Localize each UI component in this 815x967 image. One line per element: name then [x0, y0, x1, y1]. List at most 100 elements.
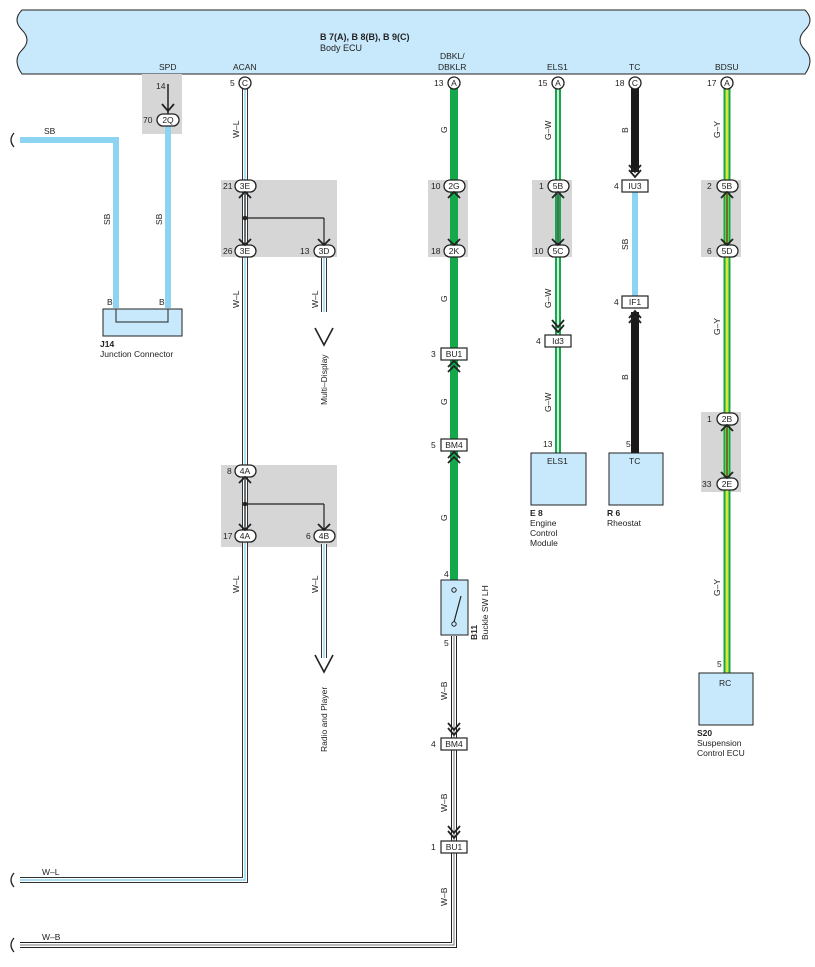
e8-terminal: ELS1 — [547, 456, 568, 466]
conn-dbkl — [447, 76, 461, 90]
wire-label-gw-2: G–W — [543, 289, 553, 308]
wire-label-b-2: B — [620, 374, 630, 380]
svg-text:5B: 5B — [722, 181, 733, 191]
svg-text:70: 70 — [143, 115, 153, 125]
conn-acan — [238, 76, 252, 90]
connector-bu1-bot: BU1 1 — [431, 840, 468, 854]
svg-text:2G: 2G — [448, 181, 459, 191]
wire-label-gy-2: G–Y — [712, 318, 722, 335]
body-ecu-box — [16, 9, 811, 75]
pin-tc: 18 — [615, 78, 625, 88]
connector-bm4-bot: BM4 4 — [431, 737, 468, 751]
wire-label-g-4: G — [439, 514, 449, 521]
wire-label-wb-2: W–B — [439, 793, 449, 812]
j14-id: J14 — [100, 339, 114, 349]
wire-label-gy-1: G–Y — [712, 121, 722, 138]
wire-wl-group — [20, 88, 327, 883]
term-spd: SPD — [159, 62, 176, 72]
e8-id: E 8 — [530, 508, 543, 518]
wire-label-wl-4: W–L — [231, 575, 241, 593]
s20-pin: 5 — [717, 659, 722, 669]
svg-text:4: 4 — [614, 181, 619, 191]
term-dbkl-2: DBKLR — [438, 62, 466, 72]
wire-break-left-wb — [10, 937, 15, 953]
svg-text:BU1: BU1 — [446, 349, 463, 359]
wire-label-gw-1: G–W — [543, 121, 553, 140]
term-bdsu: BDSU — [715, 62, 739, 72]
junction-2q: 2Q 70 — [143, 113, 180, 127]
conn-els1 — [551, 76, 565, 90]
term-els1: ELS1 — [547, 62, 568, 72]
junction-2e: 2E 33 — [702, 477, 739, 491]
connector-id3: Id3 4 — [536, 334, 572, 348]
svg-text:6: 6 — [707, 246, 712, 256]
wire-label-gy-3: G–Y — [712, 579, 722, 596]
j14-pin-b-right: B — [159, 297, 165, 307]
s20-ecu — [698, 672, 754, 726]
junction-3e-bot: 3E 26 — [223, 244, 257, 258]
junction-2b: 2B 1 — [707, 412, 739, 426]
pin-els1: 15 — [538, 78, 548, 88]
junction-5b2: 5B 2 — [707, 179, 739, 193]
s20-terminal: RC — [719, 678, 731, 688]
e8-line2: Control — [530, 528, 558, 538]
svg-text:BM4: BM4 — [445, 440, 463, 450]
wire-label-wb-bottom: W–B — [42, 932, 61, 942]
e8-ecm — [530, 452, 587, 506]
wire-label-wb-1: W–B — [439, 681, 449, 700]
svg-text:2B: 2B — [722, 414, 733, 424]
svg-text:10: 10 — [534, 246, 544, 256]
wire-label-wb-3: W–B — [439, 887, 449, 906]
wire-label-g-3: G — [439, 398, 449, 405]
svg-text:BM4: BM4 — [445, 739, 463, 749]
connector-iu3: IU3 4 — [614, 179, 649, 193]
splice-box-5b2 — [701, 180, 741, 257]
svg-text:IF1: IF1 — [629, 297, 642, 307]
chevron-markers — [161, 103, 734, 840]
svg-text:26: 26 — [223, 246, 233, 256]
r6-terminal: TC — [629, 456, 640, 466]
svg-text:2K: 2K — [449, 246, 460, 256]
term-acan: ACAN — [233, 62, 257, 72]
svg-text:4: 4 — [614, 297, 619, 307]
pin-acan: 5 — [230, 78, 235, 88]
pin-bdsu: 17 — [707, 78, 717, 88]
svg-text:5: 5 — [431, 440, 436, 450]
svg-text:8: 8 — [227, 466, 232, 476]
junction-5d: 5D 6 — [707, 244, 739, 258]
arrow-multi-display — [314, 327, 334, 347]
e8-pin: 13 — [543, 439, 553, 449]
dest-radio: Radio and Player — [319, 687, 329, 752]
svg-text:IU3: IU3 — [628, 181, 642, 191]
svg-text:1: 1 — [707, 414, 712, 424]
e8-line1: Engine — [530, 518, 557, 528]
wire-label-wl-1: W–L — [231, 120, 241, 138]
conn-els1-label: A — [555, 78, 561, 88]
connector-bu1-top: BU1 3 — [431, 347, 468, 361]
junction-5c: 5C 10 — [534, 244, 570, 258]
svg-text:17: 17 — [223, 531, 233, 541]
wire-label-sb-tc: SB — [620, 238, 630, 250]
wire-label-sb-right: SB — [154, 213, 164, 225]
junction-2k: 2K 18 — [431, 244, 466, 258]
junction-3d: 3D 13 — [300, 244, 336, 258]
svg-text:3D: 3D — [319, 246, 330, 256]
wire-label-g-1: G — [439, 126, 449, 133]
ecu-subtitle: Body ECU — [320, 43, 362, 53]
wire-label-sb-left: SB — [102, 213, 112, 225]
splice-box-2g — [428, 180, 468, 257]
b11-id: B11 — [469, 625, 479, 640]
conn-tc — [628, 76, 642, 90]
svg-text:5D: 5D — [722, 246, 733, 256]
b11-pin-bot: 5 — [444, 638, 449, 648]
wire-label-wl-bottom: W–L — [42, 867, 60, 877]
svg-text:4: 4 — [431, 739, 436, 749]
s20-line2: Control ECU — [697, 748, 745, 758]
connector-if1: IF1 4 — [614, 295, 649, 309]
svg-text:5B: 5B — [553, 181, 564, 191]
connector-bm4-top: BM4 5 — [431, 438, 468, 452]
ecu-title: B 7(A), B 8(B), B 9(C) — [320, 32, 410, 42]
junction-4a-top: 4A 8 — [227, 464, 257, 478]
svg-text:6: 6 — [306, 531, 311, 541]
